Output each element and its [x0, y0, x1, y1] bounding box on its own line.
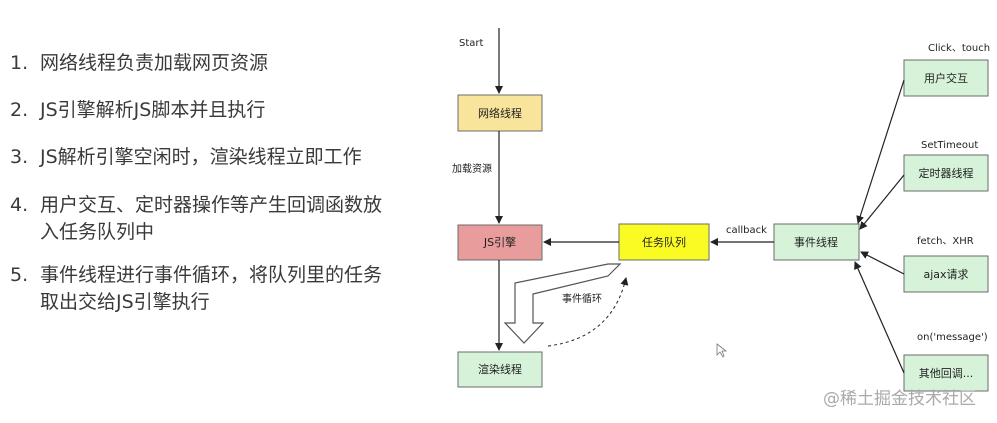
event-thread-node [773, 223, 860, 261]
js-engine-label: JS引擎 [483, 235, 516, 249]
user-interaction-node [903, 59, 989, 97]
step-number: 4. [10, 194, 29, 216]
timer-thread-node [903, 154, 989, 192]
cursor-icon [716, 343, 728, 358]
other-callback-label: 其他回调... [919, 367, 974, 380]
js-engine-node [457, 224, 543, 261]
network-thread-node [457, 94, 543, 132]
step-item: 2. JS引擎解析JS脚本并且执行 [10, 97, 390, 124]
callback-label: callback [726, 225, 767, 236]
step-item: 3. JS解析引擎空闲时，渲染线程立即工作 [10, 144, 390, 171]
loop-dashed-arrow [547, 277, 629, 347]
render-thread-label: 渲染线程 [478, 362, 522, 376]
step-number: 5. [10, 264, 29, 286]
source-message-label: on('message') [917, 332, 988, 343]
step-number: 1. [10, 52, 29, 74]
other-to-event-arrow [854, 261, 905, 374]
source-fetch-label: fetch、XHR [917, 236, 974, 247]
ajax-label: ajax请求 [923, 268, 968, 281]
source-click-label: Click、touch [928, 43, 990, 54]
step-text: JS引擎解析JS脚本并且执行 [40, 99, 266, 121]
step-item: 5. 事件线程进行事件循环，将队列里的任务取出交给JS引擎执行 [10, 262, 390, 316]
load-resource-label: 加载资源 [452, 162, 492, 175]
step-text: 事件线程进行事件循环，将队列里的任务取出交给JS引擎执行 [40, 264, 383, 313]
timer-thread-label: 定时器线程 [919, 166, 974, 180]
step-item: 4. 用户交互、定时器操作等产生回调函数放入任务队列中 [10, 192, 390, 246]
step-item: 1. 网络线程负责加载网页资源 [10, 50, 390, 77]
timer-to-event-arrow [859, 174, 905, 230]
user-interaction-label: 用户交互 [924, 71, 968, 85]
event-thread-label: 事件线程 [794, 235, 838, 249]
event-loop-hollow-arrow [503, 263, 622, 344]
step-number: 2. [10, 99, 29, 121]
step-text: JS解析引擎空闲时，渲染线程立即工作 [40, 146, 362, 168]
ajax-node [903, 255, 989, 293]
interaction-to-event-arrow [856, 79, 905, 224]
step-number: 3. [10, 146, 29, 168]
watermark: @稀土掘金技术社区 [823, 389, 976, 409]
task-queue-label: 任务队列 [642, 235, 686, 249]
source-timeout-label: SetTimeout [921, 140, 978, 151]
start-label: Start [459, 38, 484, 49]
network-thread-label: 网络线程 [478, 106, 522, 120]
render-thread-node [457, 351, 543, 388]
step-text: 用户交互、定时器操作等产生回调函数放入任务队列中 [40, 194, 383, 243]
event-loop-label: 事件循环 [562, 292, 602, 305]
task-queue-node [618, 223, 710, 261]
other-callback-node [903, 354, 989, 392]
step-text: 网络线程负责加载网页资源 [40, 52, 269, 74]
ajax-to-event-arrow [860, 251, 905, 275]
